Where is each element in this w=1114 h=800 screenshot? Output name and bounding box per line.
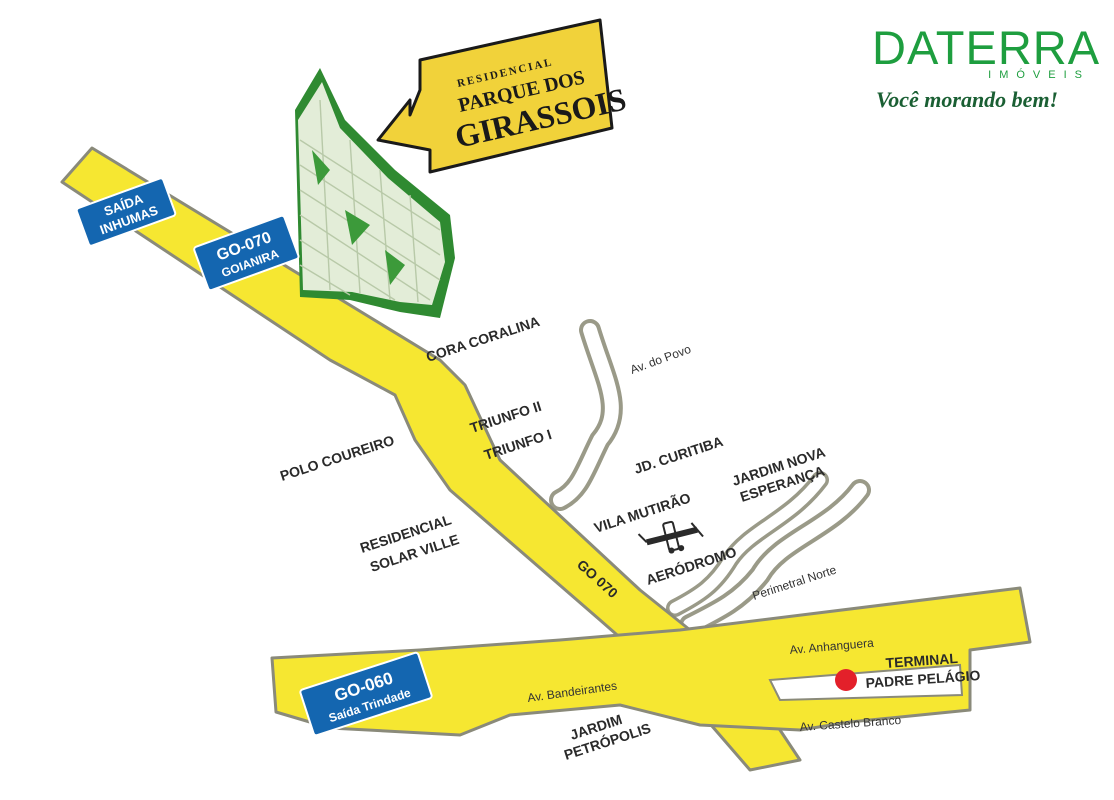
brand-name: DATERRA [872,21,1101,74]
avenida-do-povo-street [549,319,623,511]
label-vila-mutirao: VILA MUTIRÃO [592,489,693,536]
airplane-icon [637,520,704,554]
go-060-trindade-sign: GO-060 Saída Trindade [299,651,433,737]
brand-subtitle: IMÓVEIS [988,69,1090,81]
label-cora-coralina: CORA CORALINA [424,313,542,365]
daterra-logo: DATERRA IMÓVEIS Você morando bem! [872,21,1101,113]
go-060-avenida-bandeirantes-road [270,586,1032,737]
label-terminal: TERMINAL [885,650,959,671]
go-070-road [60,146,802,772]
jardim-nova-esperanca-street [666,471,871,636]
terminal-marker-icon [835,669,857,691]
label-triunfo-ii: TRIUNFO II [468,398,543,436]
development-banner: RESIDENCIAL PARQUE DOS GIRASSOIS [376,18,629,174]
parque-dos-girassois-lot [295,68,455,318]
label-av-do-povo: Av. do Povo [628,342,693,377]
brand-slogan: Você morando bem! [876,87,1059,112]
label-triunfo-i: TRIUNFO I [482,426,554,463]
label-polo-coureiro: POLO COUREIRO [278,432,396,484]
label-jd-curitiba: JD. CURITIBA [632,433,725,477]
